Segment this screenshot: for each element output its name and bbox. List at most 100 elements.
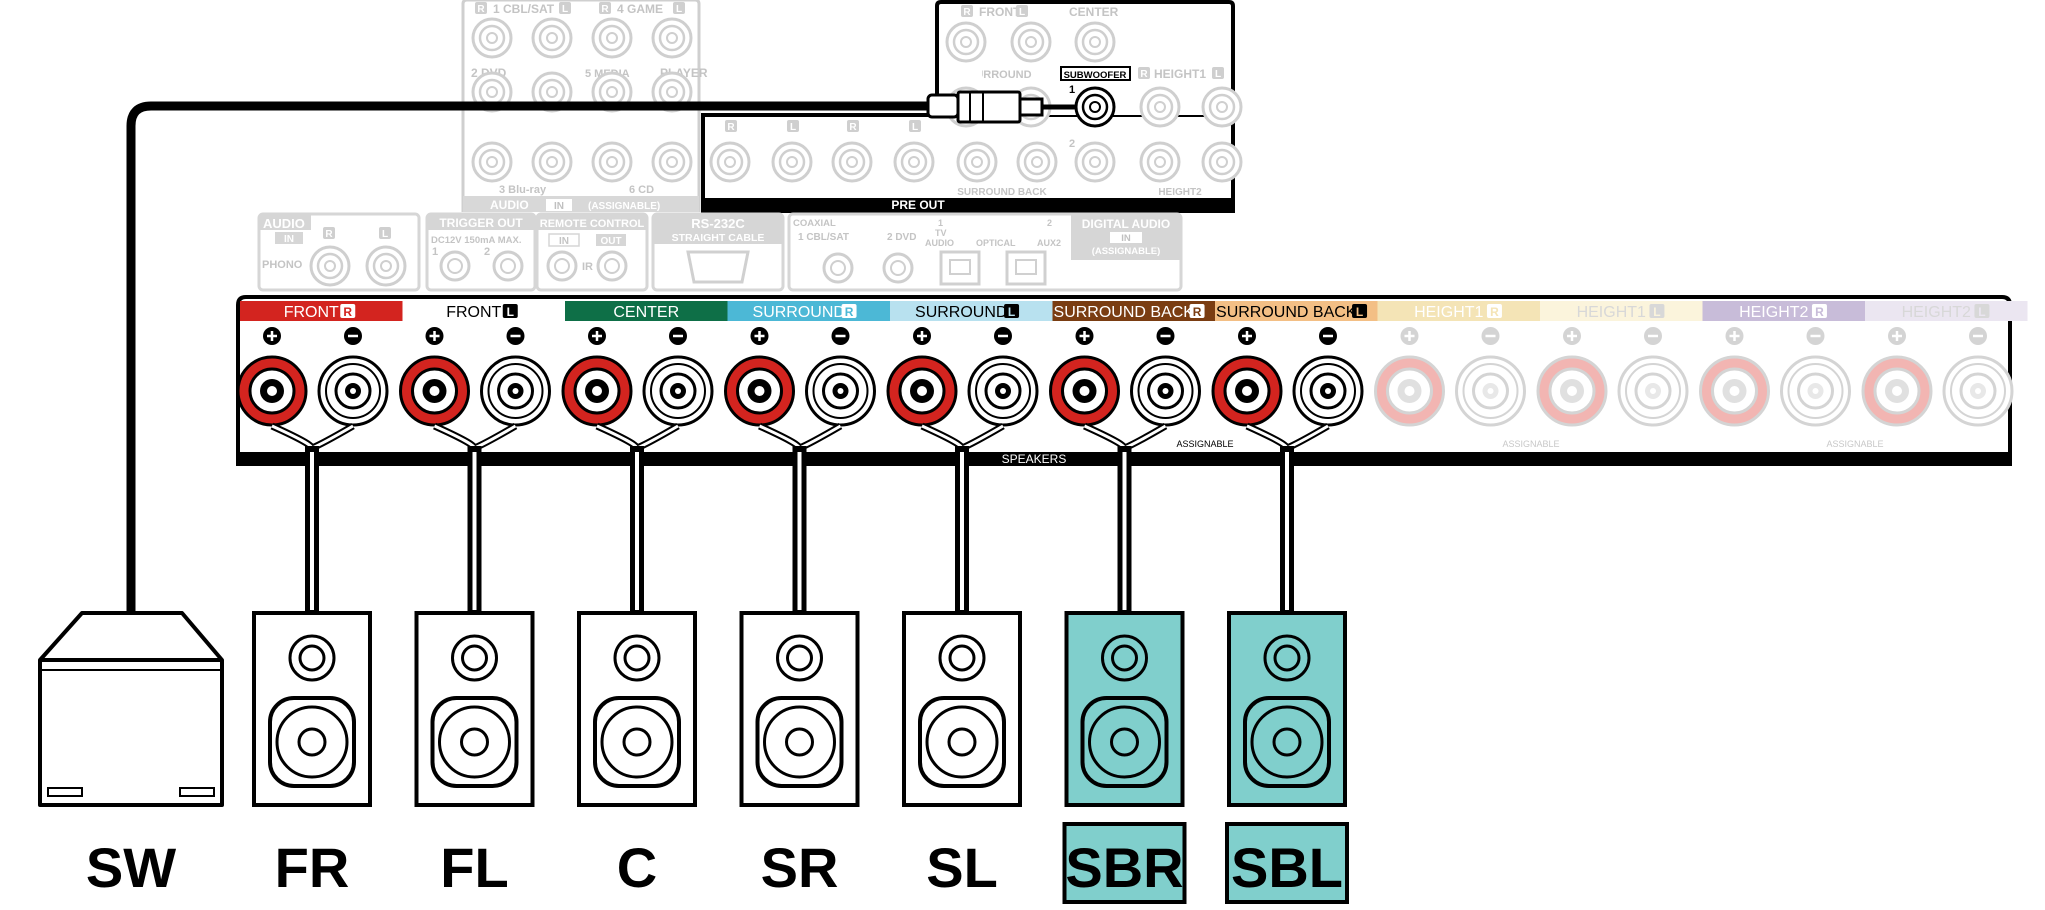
- tweeter-inner: [298, 644, 326, 672]
- remote-ir-label: IR: [582, 261, 593, 273]
- channel-side-letter-4: L: [1008, 305, 1015, 319]
- channel-side-badge-0: [340, 304, 356, 318]
- terminal-pair-0: [236, 327, 389, 427]
- audio-input-jack-top-1: [471, 17, 513, 59]
- channel-side-badge-4: [1004, 304, 1020, 318]
- speaker-cables: [270, 422, 1330, 614]
- audio-l-badge: L: [382, 229, 388, 240]
- tweeter-inner: [461, 644, 488, 672]
- channel-header-6: [1215, 301, 1378, 321]
- pre-out-jack-2: [1010, 21, 1052, 63]
- audio-input-jack-top-3: [591, 17, 633, 59]
- speaker-label-box-sbl: [1225, 822, 1349, 904]
- channel-side-letter-10: L: [1978, 305, 1985, 319]
- pre-out-jack-13: [1139, 141, 1181, 183]
- middle-jack-2: [492, 250, 524, 282]
- phono-jack-r: [309, 245, 351, 287]
- audio-input-jack-bot-1: [471, 141, 513, 183]
- pre-out-r-badge-b: R: [849, 122, 857, 133]
- channel-header-5: [1052, 301, 1215, 321]
- speaker-label-sr: SR: [761, 836, 839, 899]
- pre-out-height2: HEIGHT2: [1158, 187, 1202, 198]
- audio-in-r-badge-2: R: [601, 4, 609, 15]
- audio-in-l-badge-2: L: [676, 4, 682, 15]
- terminal-pair-4: [886, 327, 1039, 427]
- pre-out-l-badge-b: L: [912, 122, 918, 133]
- speaker-fl: FL: [414, 611, 535, 899]
- speakers-label: SPEAKERS: [1002, 452, 1067, 466]
- aux-number: 2: [1047, 218, 1052, 228]
- pre-out-jack-4: [1139, 86, 1181, 128]
- terminal-posts: [236, 327, 2014, 427]
- trigger-1: 1: [432, 246, 438, 258]
- channel-side-letter-3: R: [845, 305, 854, 319]
- audio-in-label-bluray: 3 Blu-ray: [499, 184, 547, 196]
- optical-label: OPTICAL: [976, 238, 1016, 248]
- channel-header-name-8: HEIGHT1: [1577, 304, 1646, 321]
- pre-out-jack-11: [1016, 141, 1058, 183]
- audio-in-label-cbl-sat: 1 CBL/SAT: [493, 2, 555, 16]
- speaker-label-fl: FL: [440, 836, 508, 899]
- pre-out-l-badge-height1: L: [1215, 69, 1221, 80]
- speaker-label-sbl: SBL: [1231, 836, 1343, 899]
- pre-out-label: PRE OUT: [891, 198, 945, 212]
- channel-side-letter-5: R: [1193, 305, 1202, 319]
- pre-out-subwoofer: SUBWOOFER: [1064, 70, 1127, 81]
- speaker-label-box-sbr: [1062, 822, 1187, 904]
- channel-header-0: [240, 301, 403, 321]
- straight-cable-label: STRAIGHT CABLE: [672, 232, 765, 244]
- speaker-label-sbr: SBR: [1065, 836, 1183, 899]
- speaker-label-sw: SW: [86, 836, 176, 899]
- audio-input-jack-top-2: [531, 17, 573, 59]
- woofer-cap: [622, 727, 652, 757]
- phono-jack-l: [365, 245, 407, 287]
- channel-header-name-1: FRONT: [446, 304, 501, 321]
- pre-out-surround-gap: [952, 66, 982, 80]
- speaker-label-sl: SL: [926, 836, 998, 899]
- channel-side-badge-3: [841, 304, 857, 318]
- assignable-label-height1: ASSIGNABLE: [1502, 439, 1559, 449]
- woofer-cap: [460, 727, 489, 757]
- pre-out-jack-3: [1074, 21, 1116, 63]
- pre-out-r-badge-height1: R: [1140, 69, 1148, 80]
- audio-input-panel: R 1 CBL/SAT L R 4 GAME L 2 DVD 5 MEDIA P…: [461, 0, 708, 212]
- speaker-cable-c: [595, 422, 680, 614]
- audio-input-jack-top-4: [651, 17, 693, 59]
- phono-label: PHONO: [262, 259, 303, 271]
- remote-control-label: REMOTE CONTROL: [540, 218, 645, 230]
- pre-out-jack-9: [893, 141, 935, 183]
- terminal-pair-5: [1049, 327, 1201, 427]
- pre-out-jack-5: [1201, 86, 1243, 128]
- audio-label: AUDIO: [263, 216, 305, 231]
- audio-in-r-badge-1: R: [477, 4, 485, 15]
- woofer-cap: [785, 727, 814, 757]
- audio-input-jack-bot-3: [591, 141, 633, 183]
- pre-out-subwoofer-2: 2: [1069, 138, 1075, 150]
- pre-out-center: CENTER: [1069, 5, 1119, 19]
- speaker-cable-sl: [920, 422, 1005, 614]
- pre-out-r-badge-front: R: [963, 7, 971, 18]
- rs232c-label: RS-232C: [691, 216, 745, 231]
- channel-side-letter-6: L: [1356, 305, 1363, 319]
- coaxial-2-label: 2 DVD: [887, 232, 916, 243]
- pre-out-front: FRONT: [979, 5, 1021, 19]
- speaker-sr: SR: [739, 611, 860, 899]
- terminal-pair-2: [561, 327, 714, 427]
- speaker-sbl: SBL: [1225, 611, 1349, 904]
- channel-header-name-5: SURROUND BACK: [1054, 304, 1195, 321]
- digital-assignable-label: (ASSIGNABLE): [1092, 246, 1161, 257]
- middle-connector-panels: AUDIO IN R L PHONO TRIGGER OUT DC12V 150…: [257, 212, 1183, 292]
- audio-input-jack-bot-2: [531, 141, 573, 183]
- digital-audio-label: DIGITAL AUDIO: [1082, 217, 1170, 231]
- audio-in-footer-in: IN: [554, 201, 564, 212]
- tweeter-inner: [948, 644, 976, 672]
- pre-out-surround: SURROUND: [968, 69, 1032, 81]
- speaker-cable-sbr: [1083, 422, 1168, 614]
- middle-jack-3: [546, 250, 578, 282]
- channel-side-badge-1: [502, 304, 518, 318]
- pre-out-jack-8: [831, 141, 873, 183]
- pre-out-jack-14: [1201, 141, 1243, 183]
- terminal-pair-10: [1861, 327, 2014, 427]
- pre-out-height1: HEIGHT1: [1154, 67, 1206, 81]
